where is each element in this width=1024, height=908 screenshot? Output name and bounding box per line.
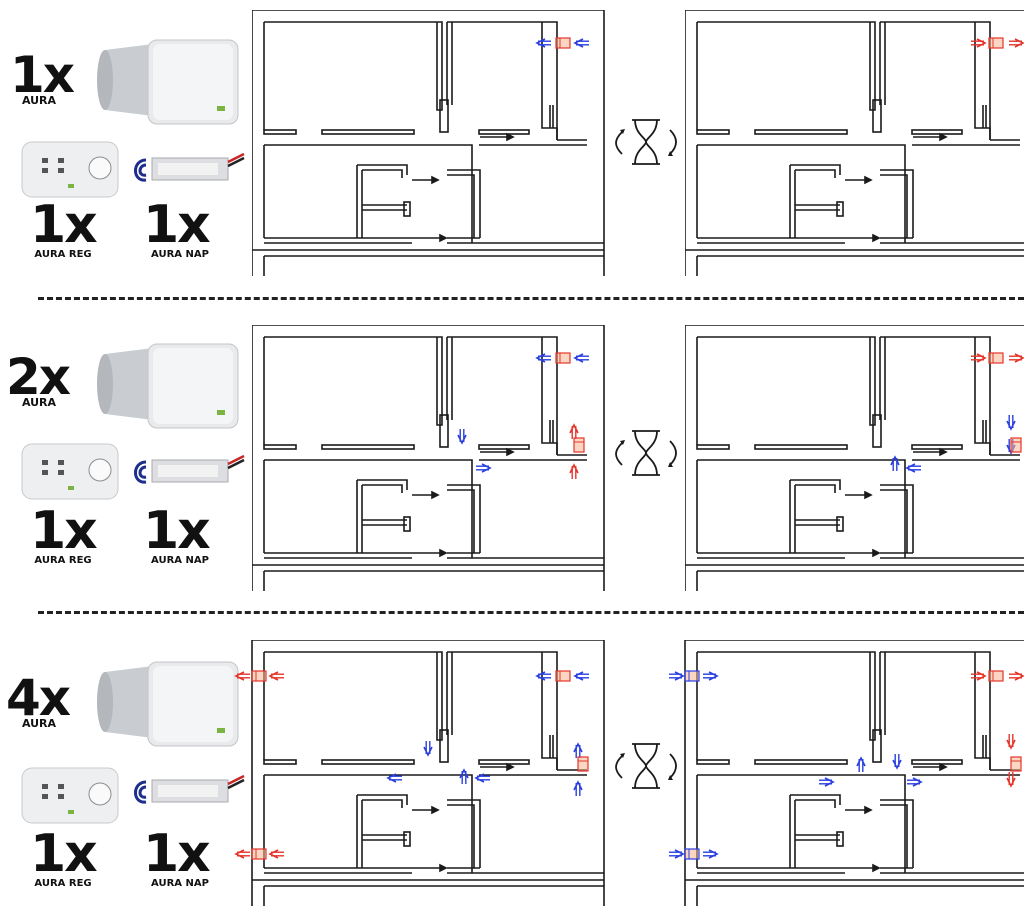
aura-unit-image: [93, 654, 243, 749]
floor-plan-phase-a: [230, 640, 605, 908]
aura-nap-image: [132, 442, 247, 492]
aura-unit-image: [93, 336, 243, 431]
aura-count: 4x: [6, 669, 71, 727]
aura-reg-count: 1x: [30, 824, 98, 884]
aura-reg-label: AURA REG: [34, 249, 92, 260]
aura-reg-image: [20, 440, 120, 502]
row-separator: [38, 611, 1024, 614]
aura-nap-image: [132, 762, 247, 812]
aura-reg-count: 1x: [30, 501, 98, 561]
aura-reg-image: [20, 138, 120, 200]
aura-label: AURA: [21, 94, 57, 107]
aura-reg-count: 1x: [30, 195, 98, 255]
aura-unit-image: [93, 32, 243, 127]
floor-plan-phase-b: [663, 640, 1024, 908]
aura-nap-label: AURA NAP: [151, 555, 209, 566]
aura-nap-label: AURA NAP: [151, 249, 209, 260]
airflow-arrow-icon: [235, 671, 285, 859]
aura-count: 2x: [6, 348, 71, 406]
hourglass-reverse-icon: [614, 425, 680, 481]
aura-nap-count: 1x: [143, 824, 211, 884]
aura-nap-label: AURA NAP: [151, 878, 209, 889]
aura-nap-count: 1x: [143, 195, 211, 255]
floor-plan-phase-b: [685, 325, 1024, 593]
floor-plan-phase-a: [252, 325, 605, 593]
row-separator: [38, 297, 1024, 300]
aura-nap-image: [132, 140, 247, 190]
floor-plan-phase-b: [685, 10, 1024, 278]
aura-label: AURA: [21, 717, 57, 730]
aura-label: AURA: [21, 396, 57, 409]
aura-nap-count: 1x: [143, 501, 211, 561]
aura-reg-image: [20, 764, 120, 826]
aura-reg-label: AURA REG: [34, 555, 92, 566]
hourglass-reverse-icon: [614, 114, 680, 170]
aura-count: 1x: [10, 46, 75, 104]
floor-plan-phase-a: [252, 10, 605, 278]
aura-reg-label: AURA REG: [34, 878, 92, 889]
